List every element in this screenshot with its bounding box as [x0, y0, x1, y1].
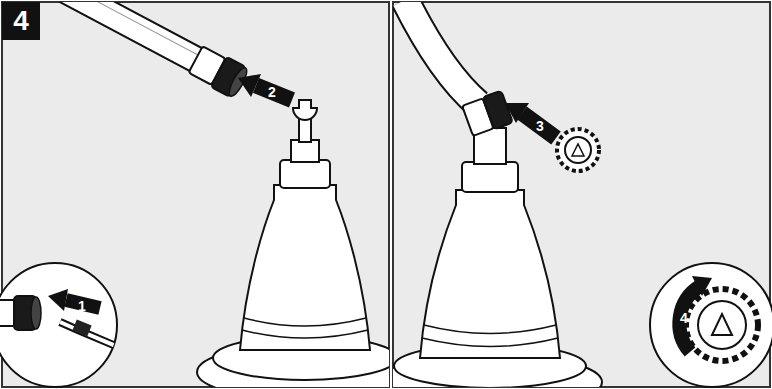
knob-face [565, 137, 591, 163]
step-number: 4 [13, 5, 29, 37]
arrow-head [238, 74, 261, 97]
connector-mouth [31, 297, 41, 329]
hose-tube [405, 2, 478, 104]
bell-body [240, 185, 370, 350]
knob-ridges [557, 129, 599, 171]
bell-neck [462, 162, 518, 192]
bell-collar [291, 140, 319, 162]
knob-symbol [572, 144, 584, 156]
bell-body [420, 190, 560, 358]
stem-fork [293, 100, 317, 120]
knob-ridges [686, 289, 758, 361]
callout-number: 1 [74, 299, 90, 313]
connector-ring [482, 91, 512, 130]
knob-face [698, 301, 746, 349]
callout-number: 2 [264, 85, 280, 99]
hose-tube [29, 2, 209, 75]
hose-highlight [37, 2, 205, 59]
cable [60, 322, 130, 352]
cap-knob [557, 129, 599, 171]
callout-arrow [522, 113, 556, 138]
detail-inset [0, 263, 117, 387]
inset-right-content [679, 276, 758, 361]
callout-arrow [256, 86, 292, 101]
hose-left [27, 2, 250, 99]
arrow-head [692, 276, 712, 296]
cable-core [60, 322, 130, 352]
bell-neck [280, 160, 330, 188]
step-badge: 4 [2, 2, 40, 40]
stem [299, 118, 311, 142]
detail-inset [650, 263, 772, 387]
arrow-head [505, 103, 529, 123]
callout-number: 3 [532, 119, 548, 133]
arrow-head [48, 289, 68, 311]
bell-rings [422, 325, 558, 347]
knob-symbol [712, 314, 732, 335]
connector-right [462, 91, 513, 137]
hose-tube-fill [405, 2, 478, 104]
cable-plug [72, 319, 91, 336]
left-scene [27, 2, 389, 387]
bell-rings [242, 318, 368, 338]
callout-number: 4 [676, 311, 692, 325]
right-scene [393, 2, 602, 387]
inset-left-content [0, 289, 130, 352]
